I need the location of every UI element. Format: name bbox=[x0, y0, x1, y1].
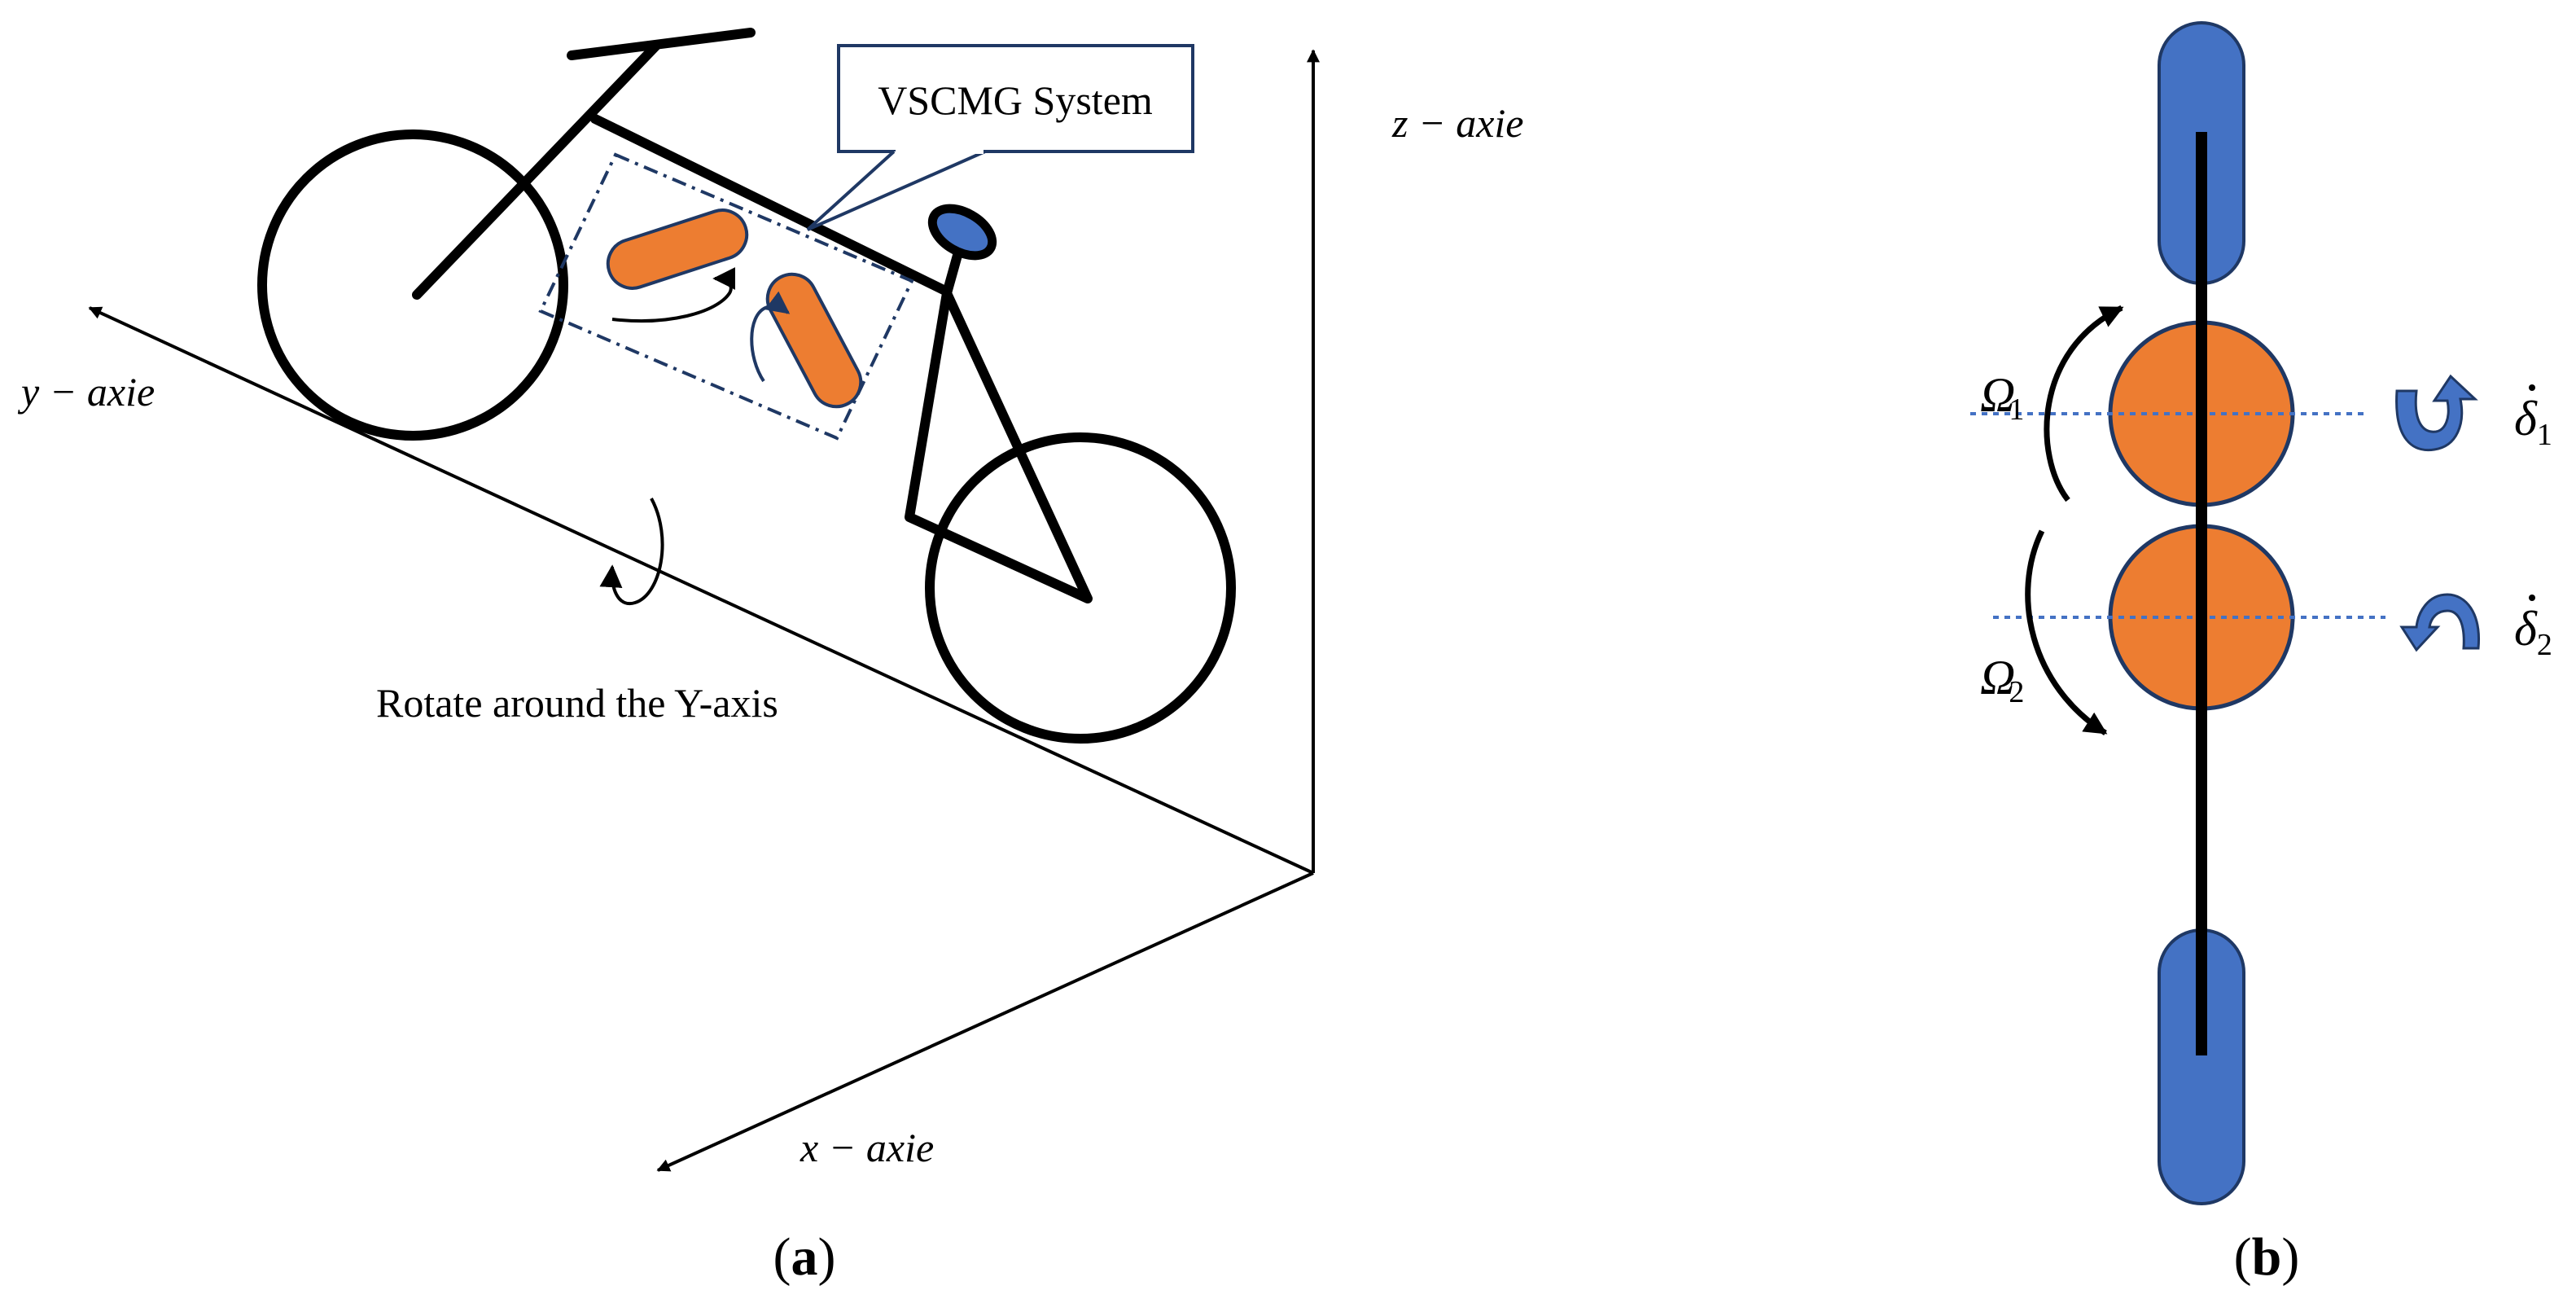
omega-2-arrow bbox=[2025, 529, 2108, 735]
seat-stays bbox=[905, 288, 1093, 603]
x-axis bbox=[656, 871, 1314, 1172]
gimbal-1-rotation-arrow bbox=[611, 267, 736, 323]
gimbal-2-rotation-arrow bbox=[750, 291, 791, 383]
y-axis-rotation-arrow bbox=[599, 498, 664, 606]
delta-2-precession-arrow bbox=[2399, 593, 2481, 652]
panel-a: z − axie y − axie x − axie VSCMG System bbox=[17, 28, 1523, 1287]
vscmg-callout-box bbox=[837, 44, 1194, 153]
y-axis-label: y − axie bbox=[17, 369, 155, 415]
panel-b: Ω1 Ω2 δ1 δ2 (b) bbox=[1970, 21, 2552, 1287]
fork bbox=[412, 41, 661, 300]
handlebar bbox=[567, 28, 756, 60]
delta-1-precession-arrow bbox=[2395, 374, 2478, 452]
y-axis bbox=[88, 306, 1314, 875]
vscmg-system-box bbox=[538, 152, 914, 441]
coordinate-axes bbox=[88, 49, 1320, 1172]
gimbal-2 bbox=[765, 272, 863, 409]
delta-1-dot bbox=[2529, 384, 2535, 391]
caption-b: (b) bbox=[2234, 1227, 2300, 1287]
rotate-label: Rotate around the Y-axis bbox=[376, 680, 778, 726]
rear-wheel bbox=[257, 129, 568, 441]
gimbal-1 bbox=[606, 208, 749, 290]
caption-a: (a) bbox=[773, 1227, 836, 1287]
delta-1-label: δ1 bbox=[2514, 392, 2552, 452]
top-tube bbox=[590, 114, 952, 296]
omega-2-label: Ω2 bbox=[1980, 651, 2024, 709]
callout-pointer bbox=[806, 150, 986, 231]
z-axis-label: z − axie bbox=[1391, 100, 1523, 146]
omega-1-label: Ω1 bbox=[1980, 368, 2024, 427]
delta-2-label: δ2 bbox=[2514, 602, 2552, 662]
omega-1-arrow bbox=[2044, 305, 2124, 502]
delta-2-dot bbox=[2529, 595, 2535, 601]
vscmg-callout-label: VSCMG System bbox=[878, 77, 1153, 123]
bicycle bbox=[257, 28, 1236, 744]
bicycle-seat bbox=[927, 204, 997, 261]
x-axis-label: x − axie bbox=[800, 1125, 934, 1170]
